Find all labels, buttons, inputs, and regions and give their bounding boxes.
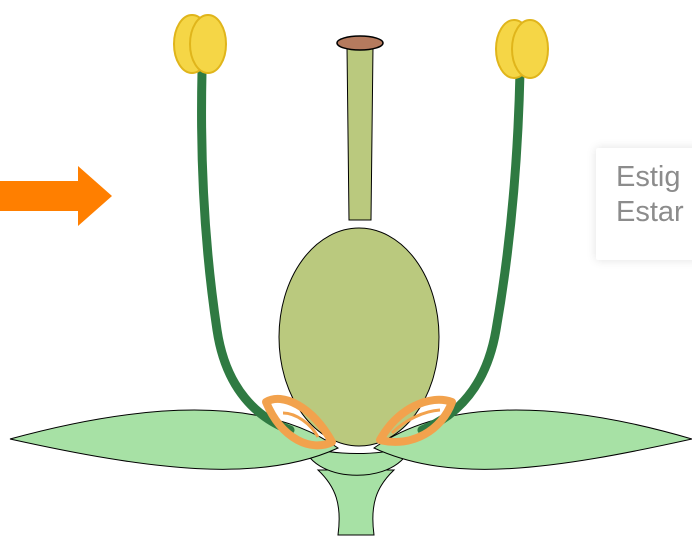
pistil-ovary bbox=[279, 228, 439, 446]
pistil-style bbox=[347, 47, 373, 220]
petal-left bbox=[10, 410, 338, 469]
label-stigma: Estig bbox=[616, 161, 680, 193]
pistil-stigma bbox=[337, 36, 383, 50]
anther-right bbox=[496, 20, 548, 78]
filament-left bbox=[202, 72, 290, 430]
orange-arrow-icon bbox=[0, 166, 112, 226]
label-stamen: Estar bbox=[616, 196, 684, 228]
anther-left bbox=[174, 15, 226, 73]
filament-right bbox=[422, 72, 520, 430]
label-box: Estig Estar bbox=[596, 148, 692, 260]
flower-stem bbox=[318, 470, 394, 535]
